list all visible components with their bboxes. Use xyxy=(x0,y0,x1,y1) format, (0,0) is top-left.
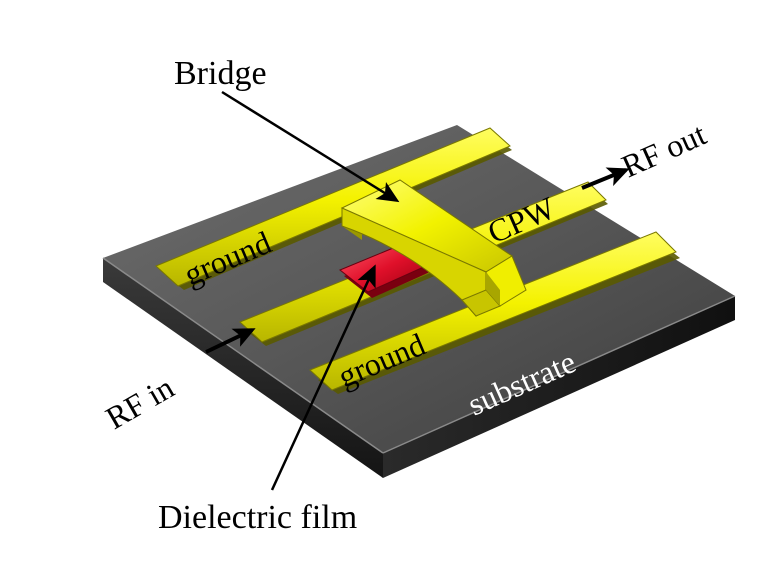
annotation-arrows xyxy=(205,90,630,491)
substrate-right-face xyxy=(383,296,735,478)
rf-in-label: RF in xyxy=(100,369,180,436)
bridge-pointer-arrow xyxy=(221,90,400,203)
rf-out-label: RF out xyxy=(616,116,711,185)
substrate-front-face xyxy=(103,258,383,478)
bridge-structure xyxy=(340,179,527,317)
ground-strip-bottom xyxy=(309,231,680,394)
dielectric-pointer-arrow xyxy=(270,264,376,491)
bridge-label: Bridge xyxy=(174,55,267,92)
rf-in-arrow xyxy=(205,328,256,354)
ground-strip-top xyxy=(155,127,512,290)
rf-out-arrow xyxy=(581,167,630,190)
dielectric-film-label: Dielectric film xyxy=(158,499,357,536)
